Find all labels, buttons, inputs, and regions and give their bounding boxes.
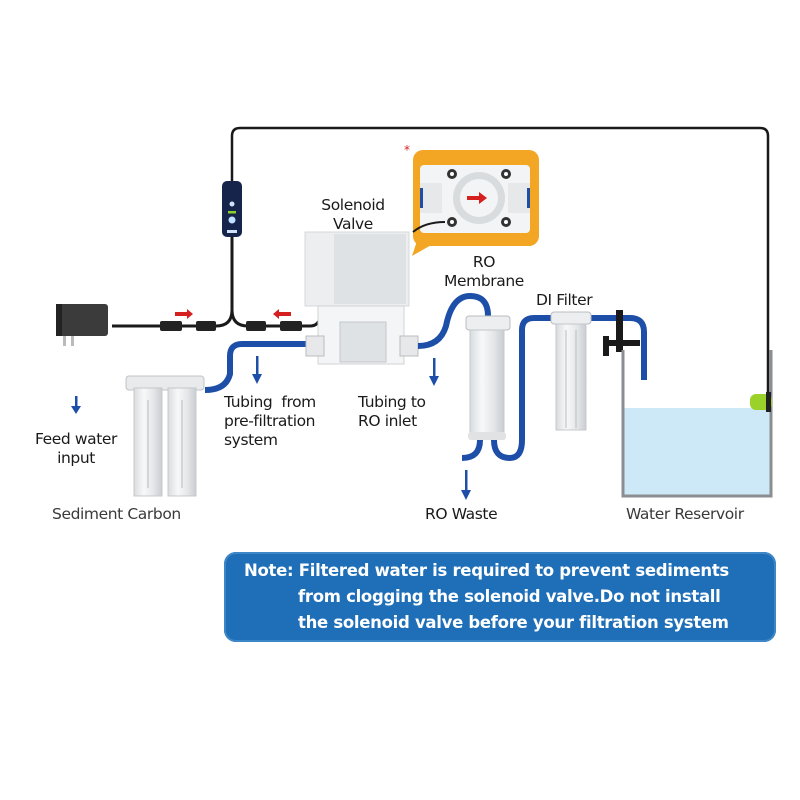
pre-filtration-tube xyxy=(204,341,306,393)
label-solenoid-valve: Solenoid Valve xyxy=(321,196,385,233)
label-di-filter: DI Filter xyxy=(536,291,593,309)
connector-icon xyxy=(160,321,182,331)
callout-marker: * xyxy=(404,143,410,157)
flow-direction-icon xyxy=(467,192,487,204)
label-water-reservoir: Water Reservoir xyxy=(626,505,744,523)
note-box: Note: Filtered water is required to prev… xyxy=(224,552,776,642)
connector-icon xyxy=(246,321,266,331)
sediment-carbon-filters xyxy=(125,375,205,497)
sensor-cable xyxy=(230,126,770,400)
connector-icon xyxy=(280,321,302,331)
arrow-down-icon xyxy=(429,358,439,386)
label-ro-waste: RO Waste xyxy=(425,505,498,523)
outlet-tube xyxy=(612,315,647,380)
note-line-1: Note: Filtered water is required to prev… xyxy=(244,561,729,580)
note-line-2: from clogging the solenoid valve.Do not … xyxy=(298,587,721,606)
controller-icon xyxy=(222,181,242,237)
valve-callout xyxy=(412,150,539,256)
ro-inlet-tube xyxy=(417,292,491,349)
connector-icon xyxy=(196,321,216,331)
solenoid-valve xyxy=(304,231,419,365)
connect-arrow-icon xyxy=(175,309,193,319)
arrow-down-icon xyxy=(71,396,81,414)
label-ro-membrane: RO Membrane xyxy=(444,253,524,290)
permeate-tube xyxy=(491,315,612,462)
label-feed-water: Feed water input xyxy=(34,430,118,467)
power-adapter-icon xyxy=(56,304,108,346)
di-filter xyxy=(550,311,592,431)
label-tubing-from: Tubing from pre-filtration system xyxy=(224,393,316,449)
arrow-down-icon xyxy=(252,356,262,384)
power-cable xyxy=(112,237,234,328)
water-reservoir xyxy=(621,350,773,498)
note-line-3: the solenoid valve before your filtratio… xyxy=(298,613,729,632)
ro-membrane xyxy=(465,315,511,440)
arrow-down-icon xyxy=(461,470,471,500)
connect-arrow-icon xyxy=(273,309,291,319)
waste-tube xyxy=(461,439,483,461)
label-sediment-carbon: Sediment Carbon xyxy=(52,505,181,523)
label-tubing-to: Tubing to RO inlet xyxy=(358,393,426,430)
float-valve-icon xyxy=(603,310,640,356)
float-sensor-icon xyxy=(750,392,772,412)
